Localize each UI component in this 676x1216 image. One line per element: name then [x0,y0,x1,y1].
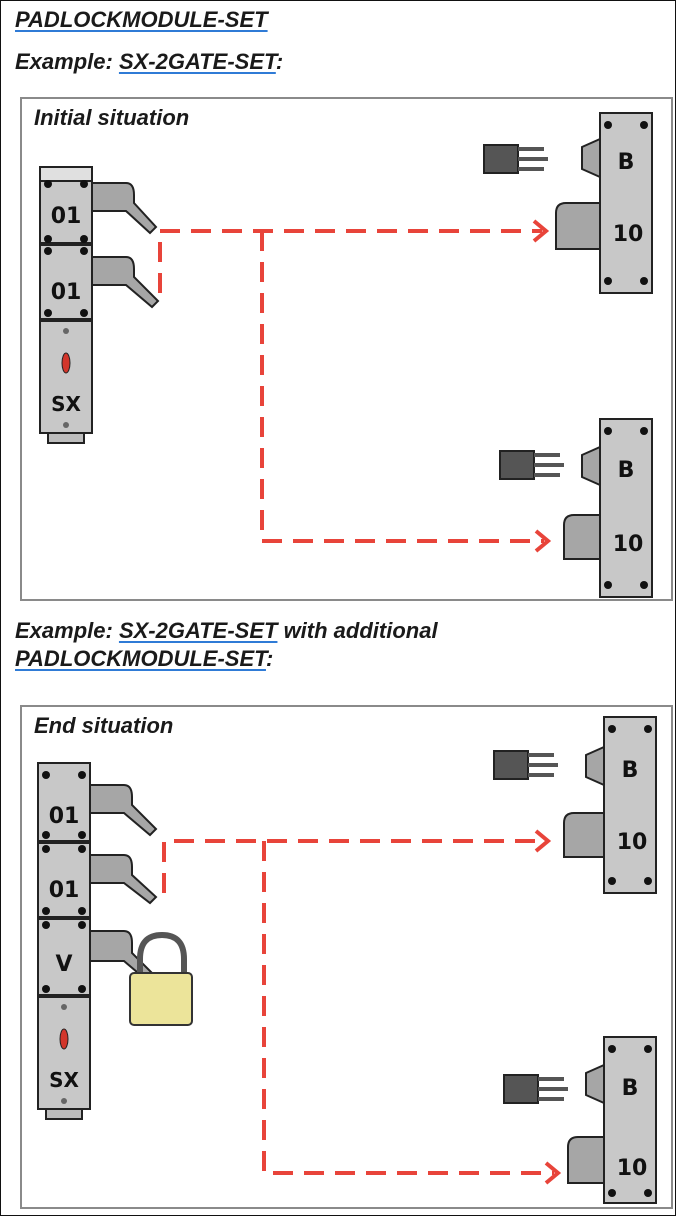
gate-lock-2: B 10 [567,1036,657,1204]
example-1-heading: Example: SX-2GATE-SET: [15,49,283,75]
lock-label-10: 10 [617,1156,648,1181]
example-2-link-1[interactable]: SX-2GATE-SET [118,618,278,643]
initial-situation-title: Initial situation [34,105,190,130]
end-situation-title: End situation [34,713,174,738]
actuator-key-2 [499,450,564,480]
module-label: 01 [51,204,82,229]
lock-label-b: B [618,458,635,483]
base-label: SX [51,392,81,416]
lock-label-10: 10 [613,532,644,557]
lock-label-b: B [622,1076,639,1101]
sx-base: SX [39,320,93,444]
module-label: 01 [49,804,80,829]
actuator-key-1 [483,144,548,174]
padlock-module: V [37,918,158,996]
gate-lock-1: B 10 [555,112,653,294]
example-2-heading: Example: SX-2GATE-SET with additional PA… [15,617,438,673]
actuator-key-2 [503,1074,568,1104]
actuator-route [158,229,544,543]
module-label-v: V [55,952,72,977]
module-01-bottom: 01 [37,842,158,918]
example-2-middle: with additional [277,618,438,643]
module-label: 01 [49,878,80,903]
example-2-link-2[interactable]: PADLOCKMODULE-SET [15,646,266,671]
module-label: 01 [51,280,82,305]
lock-label-b: B [618,150,635,175]
example-1-link[interactable]: SX-2GATE-SET [118,49,276,74]
actuator-key-1 [493,750,558,780]
module-01-top: 01 [37,762,158,842]
initial-situation-diagram: 01 01 SX [39,112,653,598]
base-label: SX [49,1068,79,1092]
sx-base: SX [37,996,91,1120]
end-situation-diagram: 01 01 V [37,716,657,1204]
page-title: PADLOCKMODULE-SET [15,7,268,33]
example-1-suffix: : [275,49,284,74]
initial-situation-panel: Initial situation 01 01 [20,97,673,601]
arrowheads [532,219,552,553]
padlock-icon [129,931,193,1026]
gate-lock-1: B 10 [563,716,657,894]
end-situation-panel: End situation 01 01 V [20,705,673,1209]
gate-lock-2: B 10 [563,418,653,598]
example-2-suffix: : [265,646,274,671]
arrowheads [534,829,562,1185]
module-01-top: 01 [39,166,158,244]
lock-label-10: 10 [617,830,648,855]
example-2-prefix: Example: [15,618,119,643]
actuator-route [162,839,554,1175]
lock-label-10: 10 [613,222,644,247]
example-1-prefix: Example: [15,49,119,74]
title-link[interactable]: PADLOCKMODULE-SET [15,7,268,32]
module-01-bottom: 01 [39,244,160,320]
lock-label-b: B [622,758,639,783]
